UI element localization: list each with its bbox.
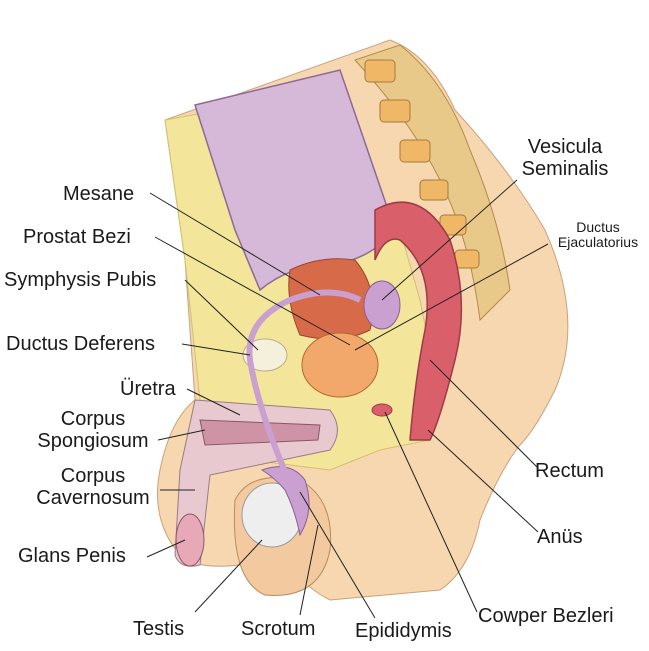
epididymis-shape: [260, 466, 310, 537]
label-vesicula-line1: Vesicula: [527, 136, 603, 158]
label-corpus-spongiosum-line1: Corpus: [60, 408, 126, 430]
label-ductus-ejac-line2: Ejaculatorius: [557, 234, 639, 250]
label-corpus-spongiosum-line2: Spongiosum: [37, 430, 149, 452]
prostate-shape: [301, 332, 379, 398]
label-mesane: Mesane: [63, 183, 135, 205]
label-glans-penis: Glans Penis: [18, 545, 126, 567]
cowper-gland-shape: [371, 403, 393, 417]
label-scrotum: Scrotum: [241, 618, 316, 640]
label-epididymis: Epididymis: [355, 620, 452, 642]
label-ductus-deferens: Ductus Deferens: [6, 333, 155, 355]
label-rectum: Rectum: [535, 460, 604, 482]
label-cowper-bezleri: Cowper Bezleri: [478, 605, 614, 627]
label-corpus-cavernosum-line2: Cavernosum: [36, 487, 150, 509]
label-corpus-cavernosum-line1: Corpus: [60, 465, 126, 487]
leader-lines: [146, 179, 549, 619]
label-corpus-cavernosum: Corpus Cavernosum: [23, 465, 163, 509]
label-vesicula-seminalis: Vesicula Seminalis: [505, 136, 625, 180]
ductus-deferens-shape: [246, 289, 362, 507]
corpus-spongiosum-shape: [199, 419, 321, 446]
label-ductus-ejaculatorius: Ductus Ejaculatorius: [548, 220, 648, 250]
symphysis-pubis-shape: [242, 338, 288, 372]
label-prostat-bezi: Prostat Bezi: [23, 226, 131, 248]
label-testis: Testis: [133, 618, 185, 640]
label-vesicula-line2: Seminalis: [521, 158, 609, 180]
label-corpus-spongiosum: Corpus Spongiosum: [23, 408, 163, 452]
vertebrae: [364, 59, 480, 269]
label-anus: Anüs: [537, 526, 583, 548]
label-symphysis-pubis: Symphysis Pubis: [4, 269, 157, 291]
glans-shape: [175, 513, 205, 567]
bladder-lumen: [288, 258, 374, 340]
label-uretra: Üretra: [120, 378, 176, 400]
label-ductus-ejac-line1: Ductus: [576, 219, 620, 235]
seminal-vesicle-shape: [363, 280, 401, 330]
